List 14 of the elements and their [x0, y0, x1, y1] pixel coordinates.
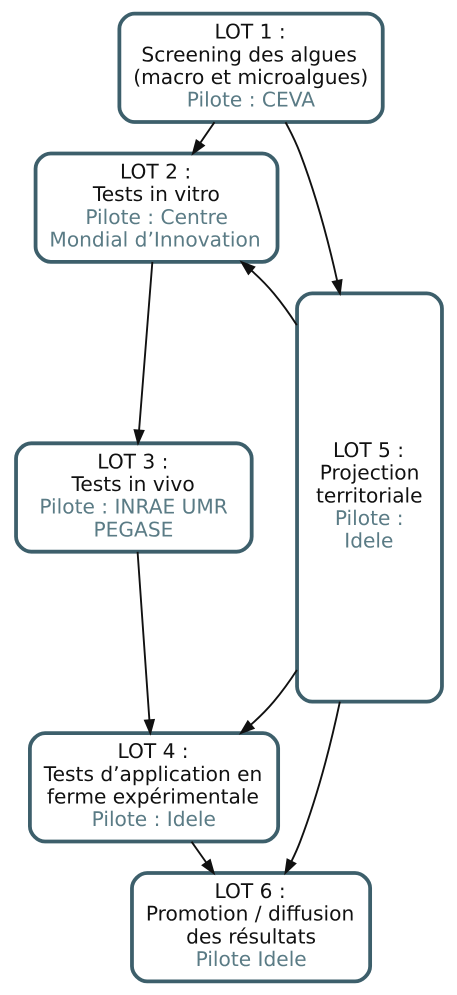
- arrow: [190, 841, 215, 876]
- node-box: LOT 1 : Screening des algues (macro et microalgues) Pilote : CEVA: [116, 12, 384, 124]
- node-box: LOT 3 : Tests in vivo Pilote : INRAE UMR PEGASE: [14, 441, 254, 554]
- arrow: [284, 122, 342, 296]
- node-box: LOT 6 : Promotion / diffusion des résultats Pilote Idele: [130, 871, 372, 984]
- arrow: [284, 702, 340, 876]
- arrow: [190, 122, 215, 156]
- node-box: LOT 4 : Tests d’application en ferme expérimentale Pilote : Idele: [28, 731, 280, 844]
- arrow: [136, 552, 155, 736]
- arrow: [239, 260, 298, 326]
- arrow: [238, 669, 298, 735]
- arrow: [132, 262, 153, 446]
- node-box: LOT 2 : Tests in vitro Pilote : Centre Mondial d’Innovation: [33, 152, 279, 264]
- node-box: LOT 5 : Projection territoriale Pilote : Idele: [294, 291, 444, 704]
